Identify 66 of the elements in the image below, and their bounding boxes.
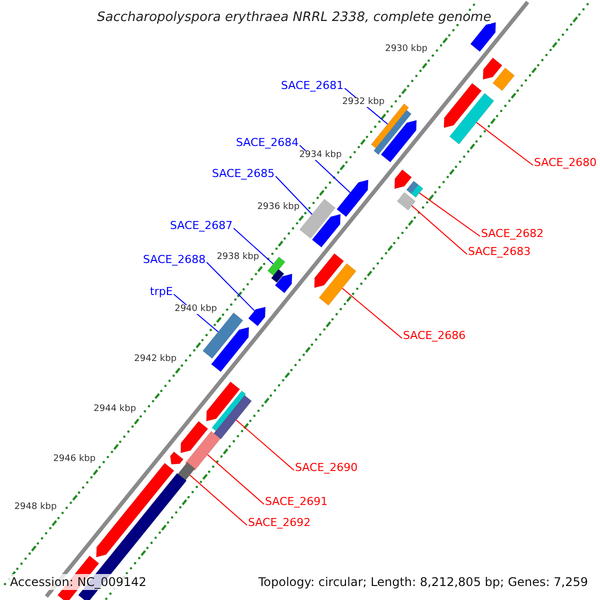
- gene-bar: [267, 256, 286, 276]
- gene-bar: [180, 420, 208, 454]
- gene-bar: [406, 180, 419, 194]
- gene-bar: [96, 462, 174, 558]
- gene-bar: [394, 169, 412, 189]
- scale-label: 2934 kbp: [299, 151, 342, 160]
- leader-line: [342, 288, 402, 339]
- gene-bar: [78, 472, 187, 600]
- gene-bar: [271, 269, 284, 283]
- gene-bar: [380, 120, 417, 162]
- scale-label: 2938 kbp: [216, 253, 260, 262]
- leader-line: [275, 176, 313, 215]
- gene-bar: [482, 58, 502, 80]
- gene-label: trpE: [150, 286, 173, 297]
- gene-bar: [336, 180, 368, 217]
- scale-label: 2936 kbp: [257, 203, 300, 212]
- gene-bar: [212, 390, 246, 432]
- gene-bar: [214, 395, 252, 440]
- gene-bar: [206, 382, 240, 422]
- gene-bar: [410, 184, 424, 198]
- gene-label: SACE_2684: [236, 137, 299, 148]
- gene-bar: [170, 451, 184, 465]
- gene-label: SACE_2680: [534, 157, 597, 168]
- gene-bar: [185, 430, 221, 471]
- scale-label: 2948 kbp: [14, 503, 57, 512]
- leader-line: [189, 474, 248, 526]
- gene-bar: [396, 192, 416, 210]
- gene-bar: [374, 110, 412, 155]
- gene-bar: [211, 327, 250, 372]
- leader-line: [476, 122, 534, 166]
- gene-bar: [312, 214, 341, 248]
- gene-label: SACE_2691: [265, 496, 328, 507]
- leader-line: [206, 262, 256, 312]
- gene-label: SACE_2686: [403, 330, 466, 341]
- scale-label: 2944 kbp: [94, 405, 136, 414]
- gene-label: SACE_2682: [481, 228, 544, 239]
- gene-label: SACE_2681: [281, 80, 344, 91]
- gene-label: SACE_2685: [212, 168, 275, 179]
- footer-text: Topology: circular; Length: 8,212,805 bp; Genes: 7,259: [256, 574, 590, 590]
- gene-bar: [449, 93, 494, 144]
- leader-line: [207, 454, 264, 505]
- gene-label: SACE_2688: [143, 254, 206, 265]
- scale-label: 2930 kbp: [385, 45, 428, 54]
- gene-bar: [248, 306, 266, 326]
- scale-label: 2940 kbp: [174, 305, 218, 314]
- gene-label: SACE_2692: [248, 517, 311, 528]
- leader-line: [411, 205, 468, 255]
- title: Saccharopolyspora erythraea NRRL 2338, complete genome: [97, 11, 492, 24]
- scale-label: 2946 kbp: [53, 455, 96, 464]
- gene-bar: [470, 22, 496, 52]
- leader-line: [418, 192, 480, 237]
- gene-label: SACE_2687: [170, 220, 233, 231]
- gene-bar: [314, 253, 344, 288]
- gene-bar: [274, 274, 292, 294]
- gene-bar: [492, 68, 515, 91]
- gene-bar: [444, 82, 482, 128]
- gene-bar: [202, 312, 244, 359]
- gene-label: SACE_2690: [295, 462, 358, 473]
- leader-line: [233, 228, 274, 264]
- scale-label: 2932 kbp: [342, 98, 385, 107]
- gene-bar: [318, 263, 356, 306]
- footer-text: Accession: NC_009142: [8, 574, 148, 590]
- gene-bar: [299, 198, 336, 239]
- scale-label: 2942 kbp: [134, 355, 177, 364]
- gene-label: SACE_2683: [468, 246, 531, 257]
- leader-line: [236, 420, 294, 471]
